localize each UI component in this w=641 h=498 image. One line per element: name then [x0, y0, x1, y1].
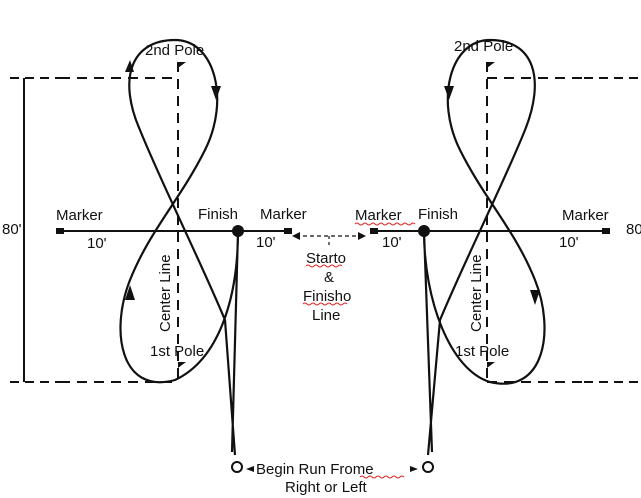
left-first-pole-flag [178, 362, 186, 368]
start-finish-line4: Line [312, 307, 340, 324]
right-second-pole-flag [487, 62, 495, 68]
left-pole-dashed-lines [60, 77, 178, 383]
spellcheck-underline [354, 222, 416, 226]
right-figure-eight-path [422, 38, 546, 456]
left-begin-circle [231, 461, 243, 473]
begin-run: Begin Run Frome Right or Left [246, 461, 418, 496]
left-spacing-left-label: 10' [87, 235, 107, 252]
left-length-label: 80' [2, 221, 22, 238]
left-finish-label: Finish [198, 206, 238, 223]
left-first-pole-label: 1st Pole [150, 343, 204, 360]
begin-run-line1: Begin Run Frome [256, 461, 374, 478]
left-direction-arrow-top-left [125, 60, 134, 72]
right-length-label: 80' [626, 221, 641, 238]
right-marker-b [602, 228, 610, 234]
right-finish-label: Finish [418, 206, 458, 223]
left-marker-b [284, 228, 292, 234]
start-finish-line2: & [324, 269, 334, 286]
left-marker-right-label: Marker [260, 206, 307, 223]
right-pattern: 2nd Pole 1st Pole Finish Marker Marker 1… [355, 38, 641, 473]
start-finish-line3: Finisho [303, 288, 351, 305]
right-spacing-right-label: 10' [559, 234, 579, 251]
begin-run-line2: Right or Left [285, 479, 368, 496]
left-direction-arrow-mid [125, 285, 135, 300]
left-spacing-right-label: 10' [256, 234, 276, 251]
right-marker-right-label: Marker [562, 207, 609, 224]
right-first-pole-flag [487, 362, 495, 368]
left-figure-eight-path [119, 38, 240, 456]
left-second-pole-label: 2nd Pole [145, 42, 204, 59]
start-finish-line1: Starto [306, 250, 346, 267]
left-direction-arrow-top [211, 86, 221, 100]
left-second-pole-flag [178, 62, 186, 68]
right-marker-a [370, 228, 378, 234]
right-direction-arrow-mid [530, 290, 540, 305]
left-length-dimension [10, 77, 60, 383]
right-length-dimension [584, 77, 641, 383]
right-spacing-left-label: 10' [382, 234, 402, 251]
right-first-pole-label: 1st Pole [455, 343, 509, 360]
left-marker-a [56, 228, 64, 234]
start-finish-line: Starto & Finisho Line [292, 232, 366, 324]
left-pattern: 2nd Pole 1st Pole Finish Marker Marker 1… [2, 38, 307, 473]
left-marker-left-label: Marker [56, 207, 103, 224]
right-second-pole-label: 2nd Pole [454, 38, 513, 55]
right-direction-arrow-top [444, 86, 454, 100]
left-center-line-label: Center Line [157, 254, 174, 332]
right-begin-circle [422, 461, 434, 473]
right-center-line-label: Center Line [468, 254, 485, 332]
right-marker-left-label: Marker [355, 207, 402, 224]
